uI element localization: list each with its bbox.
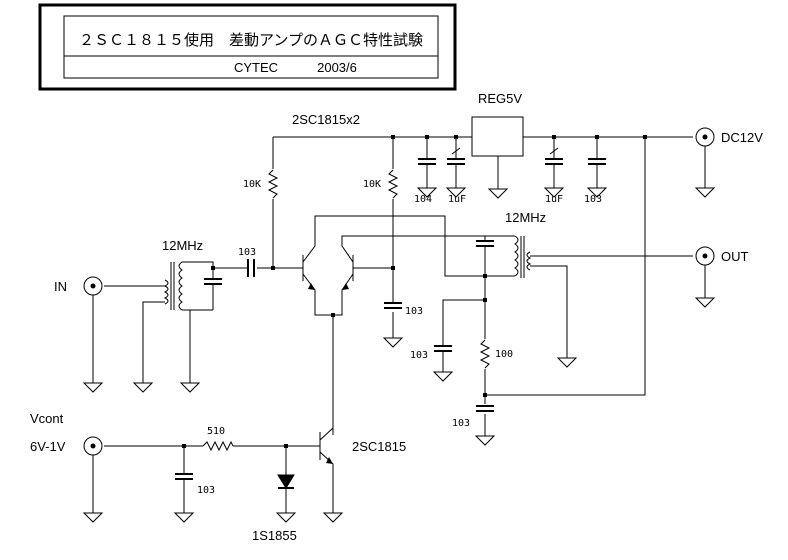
junction-dots bbox=[182, 135, 647, 448]
label-cap-103-tank: 103 bbox=[410, 350, 428, 361]
label-12mhz-out: 12MHz bbox=[505, 210, 546, 225]
label-res-100: 100 bbox=[495, 349, 513, 360]
title-block: ２ＳＣ１８１５使用 差動アンプのＡＧＣ特性試験 CYTEC 2003/6 bbox=[38, 3, 457, 91]
ground-symbol bbox=[433, 363, 453, 382]
title-text: ２ＳＣ１８１５使用 差動アンプのＡＧＣ特性試験 bbox=[79, 32, 423, 49]
label-cap-103-reg: 103 bbox=[584, 194, 602, 205]
label-cap-103-vcont: 103 bbox=[197, 485, 215, 496]
circuit-wiring bbox=[92, 136, 706, 505]
connector-dc12v bbox=[695, 127, 715, 147]
capacitor-1uf-a bbox=[446, 158, 466, 165]
ground-symbol bbox=[180, 374, 200, 393]
label-dc12v: DC12V bbox=[721, 130, 763, 145]
capacitor-103-tank bbox=[433, 345, 453, 352]
connector-in bbox=[83, 276, 103, 296]
ground-symbol bbox=[174, 504, 194, 523]
date-text: 2003/6 bbox=[317, 60, 357, 75]
capacitor-104 bbox=[417, 158, 437, 165]
label-10k-mid: 10K bbox=[363, 179, 381, 190]
ground-symbol bbox=[83, 374, 103, 393]
label-out: OUT bbox=[721, 249, 749, 264]
capacitor-103-coupling bbox=[247, 259, 255, 277]
label-vcont-range: 6V-1V bbox=[30, 439, 66, 454]
resistor-510 bbox=[202, 440, 234, 452]
ground-symbol bbox=[695, 289, 715, 308]
connector-out bbox=[695, 246, 715, 266]
regulator-box bbox=[471, 116, 524, 157]
capacitor-103-vcont bbox=[174, 473, 194, 480]
connector-vcont bbox=[83, 436, 103, 456]
diode-1s1855 bbox=[277, 474, 295, 489]
ground-symbol bbox=[383, 329, 403, 348]
label-vcont: Vcont bbox=[30, 411, 64, 426]
label-transistor-ctrl: 2SC1815 bbox=[352, 439, 406, 454]
label-12mhz-in: 12MHz bbox=[162, 238, 203, 253]
label-in: IN bbox=[54, 279, 67, 294]
label-cap-1uf-a: 1uF bbox=[448, 194, 466, 205]
ground-symbol bbox=[276, 504, 296, 523]
ground-symbol bbox=[83, 504, 103, 523]
transformer-output bbox=[514, 235, 532, 278]
author-text: CYTEC bbox=[234, 60, 278, 75]
label-cap-1uf-b: 1uF bbox=[545, 194, 563, 205]
label-cap-103-emitter: 103 bbox=[452, 418, 470, 429]
ground-symbol bbox=[488, 180, 508, 199]
label-transistor-pair: 2SC1815x2 bbox=[292, 112, 360, 127]
ground-symbol bbox=[133, 374, 153, 393]
resistor-10k-mid bbox=[388, 169, 398, 199]
label-cap-103-couple: 103 bbox=[238, 247, 256, 258]
label-regulator: REG5V bbox=[478, 91, 522, 106]
resistor-100 bbox=[480, 339, 490, 369]
electrolytic-marks bbox=[451, 147, 559, 155]
label-cap-103-base: 103 bbox=[405, 306, 423, 317]
ground-symbol bbox=[323, 504, 343, 523]
resistor-10k-left bbox=[268, 169, 278, 199]
label-res-510: 510 bbox=[207, 426, 225, 437]
transistor-arrows bbox=[308, 283, 349, 464]
label-cap-104: 104 bbox=[414, 194, 432, 205]
capacitor-103-emitter bbox=[475, 405, 495, 412]
capacitor-103-reg bbox=[587, 158, 607, 165]
capacitor-103-base bbox=[383, 302, 403, 309]
ground-symbol bbox=[557, 349, 577, 368]
capacitor-1uf-b bbox=[544, 158, 564, 165]
transformer-input bbox=[163, 261, 183, 311]
capacitor-input-tank bbox=[203, 278, 223, 285]
capacitor-tank-top bbox=[475, 240, 495, 247]
label-10k-left: 10K bbox=[243, 179, 261, 190]
ground-symbol bbox=[475, 427, 495, 446]
component-labels: 2SC1815x2 REG5V DC12V OUT IN Vcont 6V-1V… bbox=[30, 91, 763, 543]
label-diode: 1S1855 bbox=[252, 528, 297, 543]
ground-symbol bbox=[695, 179, 715, 198]
